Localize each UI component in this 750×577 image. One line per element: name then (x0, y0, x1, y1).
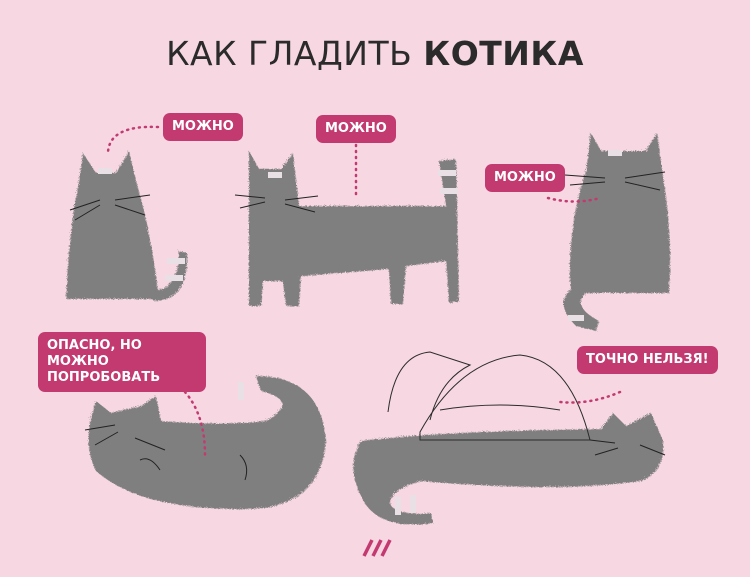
whiskers (69, 171, 666, 481)
page-title: КАК ГЛАДИТЬ КОТИКА (166, 34, 584, 73)
triple-slash-logo (362, 539, 392, 557)
label-forbidden-iron: ТОЧНО НЕЛЬЗЯ! (577, 346, 718, 374)
cat-sitting-2 (562, 132, 670, 330)
dotted-pointers (106, 125, 622, 457)
cat-standing (248, 150, 458, 305)
label-allowed-back: МОЖНО (316, 115, 396, 143)
label-allowed-head: МОЖНО (163, 113, 243, 141)
cat-sitting (65, 150, 187, 300)
cat-lying-back (87, 375, 325, 509)
label-dangerous-belly: ОПАСНО, НО МОЖНО ПОПРОБОВАТЬ (38, 332, 206, 392)
fur-stripes (98, 150, 622, 515)
label-allowed-chin: МОЖНО (485, 164, 565, 192)
iron (387, 351, 591, 441)
